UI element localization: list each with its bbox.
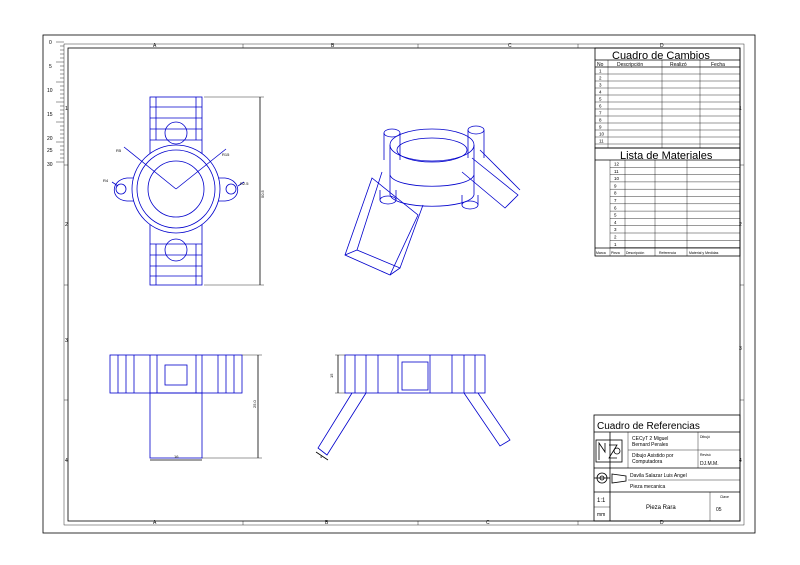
materials-row-number: 3 (614, 227, 617, 232)
changes-row-number: 8 (599, 118, 602, 123)
row-label-left: 1 (65, 106, 68, 112)
label-reviso: Revisó (700, 453, 711, 457)
dim-label: R15 (222, 152, 230, 157)
materials-row-number: 5 (614, 213, 617, 218)
changes-row-number: 9 (599, 125, 602, 130)
title-block: Cuadro de Referencias (593, 414, 741, 522)
changes-table: Cuadro de Cambios No Descripción Realizó… (594, 47, 741, 149)
materials-title: Lista de Materiales (620, 150, 713, 162)
part-name: Pieza Rara (646, 505, 676, 511)
materials-row-number: 11 (614, 169, 619, 174)
materials-row-number: 6 (614, 205, 617, 210)
ruler-label: 20 (47, 136, 53, 142)
materials-row-number: 8 (614, 191, 617, 196)
sheet-outer-border (42, 34, 756, 534)
changes-row-number: 4 (599, 90, 602, 95)
sheet-inner-frame (67, 47, 741, 522)
row-label-right: 4 (739, 458, 742, 464)
changes-header: Descripción (617, 62, 643, 68)
zone-ticks (64, 44, 744, 525)
dim-label: 16 (174, 454, 179, 459)
clave: 05 (716, 507, 722, 513)
left-ruler: 0 5 10 15 20 25 30 (47, 40, 64, 168)
title-block-heading: Cuadro de Referencias (597, 421, 700, 432)
materials-header: Pieza (611, 251, 620, 255)
ruler-label: 25 (47, 148, 53, 154)
reviewer: DJ.M.M. (700, 461, 719, 467)
top-view (111, 96, 245, 286)
dim-label: R5 (116, 148, 122, 153)
changes-header: Fecha (711, 62, 725, 68)
course-line1: Dibujo Asistido por (632, 453, 674, 459)
ruler-label: 15 (47, 112, 53, 118)
label-clave: Clave (720, 495, 729, 499)
changes-row-number: 10 (599, 132, 605, 137)
dim-label: 50.5 (260, 189, 265, 198)
dim-label: R2.5 (240, 181, 249, 186)
materials-row-number: 1 (614, 242, 617, 247)
institution-line2: Bernard Perales (632, 442, 669, 448)
col-label-bottom: D (660, 520, 664, 526)
dim-label: 15 (329, 373, 334, 378)
changes-header: No (597, 62, 604, 68)
materials-header: Marca (596, 251, 606, 255)
materials-row-number: 9 (614, 183, 617, 188)
changes-row-number: 7 (599, 111, 602, 116)
materials-table: Lista de Materiales 12 11 10 9 8 7 6 5 4 3 2 1 Marc… (594, 147, 741, 257)
changes-row-number: 3 (599, 83, 602, 88)
row-label-right: 2 (739, 222, 742, 228)
side-view (317, 354, 511, 456)
changes-row-number: 11 (599, 139, 604, 144)
changes-row-number: 5 (599, 97, 602, 102)
row-label-left: 3 (65, 338, 68, 344)
row-label-right: 1 (739, 106, 742, 112)
scale: 1:1 (597, 498, 606, 504)
row-label-left: 2 (65, 222, 68, 228)
ruler-label: 10 (47, 88, 53, 94)
materials-row-number: 12 (614, 162, 620, 167)
ruler-label: 5 (49, 64, 52, 70)
col-label-bottom: C (486, 520, 490, 526)
materials-header: Material y Medidas (689, 251, 719, 255)
label-dibujo: Dibujó (700, 435, 710, 439)
sheet-zone-frame (63, 43, 745, 526)
dim-label: R4 (103, 178, 109, 183)
school-logo (595, 439, 623, 463)
row-label-right: 3 (739, 346, 742, 352)
materials-header: Descripción (626, 251, 644, 255)
changes-row-number: 2 (599, 76, 602, 81)
dim-label: 25.0 (252, 399, 257, 408)
top-view-height-dim (204, 96, 264, 286)
course-line2: Computadora (632, 459, 663, 465)
changes-row-number: 1 (599, 69, 602, 74)
col-label-top: D (660, 43, 664, 49)
materials-row-number: 7 (614, 198, 617, 203)
materials-row-number: 2 (614, 235, 617, 240)
col-label-top: A (153, 43, 157, 49)
front-view (109, 354, 243, 459)
isometric-view (344, 125, 521, 276)
materials-row-number: 4 (614, 220, 617, 225)
projection-symbol-icon (594, 472, 627, 484)
materials-row-number: 10 (614, 176, 620, 181)
ruler-label: 30 (47, 162, 53, 168)
units: mm (597, 512, 605, 518)
col-label-bottom: B (325, 520, 329, 526)
author: Davila Salazar Luis Angel (630, 473, 687, 479)
changes-row-number: 6 (599, 104, 602, 109)
dim-label: 4 (320, 454, 323, 459)
institution-line1: CECyT 2 Miguel (632, 436, 668, 442)
side-view-dims (315, 354, 345, 461)
front-view-dims (150, 354, 262, 461)
changes-title: Cuadro de Cambios (612, 50, 710, 62)
materials-header: Referencia (659, 251, 676, 255)
col-label-top: C (508, 43, 512, 49)
col-label-top: B (331, 43, 335, 49)
changes-header: Realizó (670, 62, 687, 68)
row-label-left: 4 (65, 458, 68, 464)
col-label-bottom: A (153, 520, 157, 526)
ruler-label: 0 (49, 40, 52, 46)
part-description: Pieza mecanica (630, 484, 666, 490)
